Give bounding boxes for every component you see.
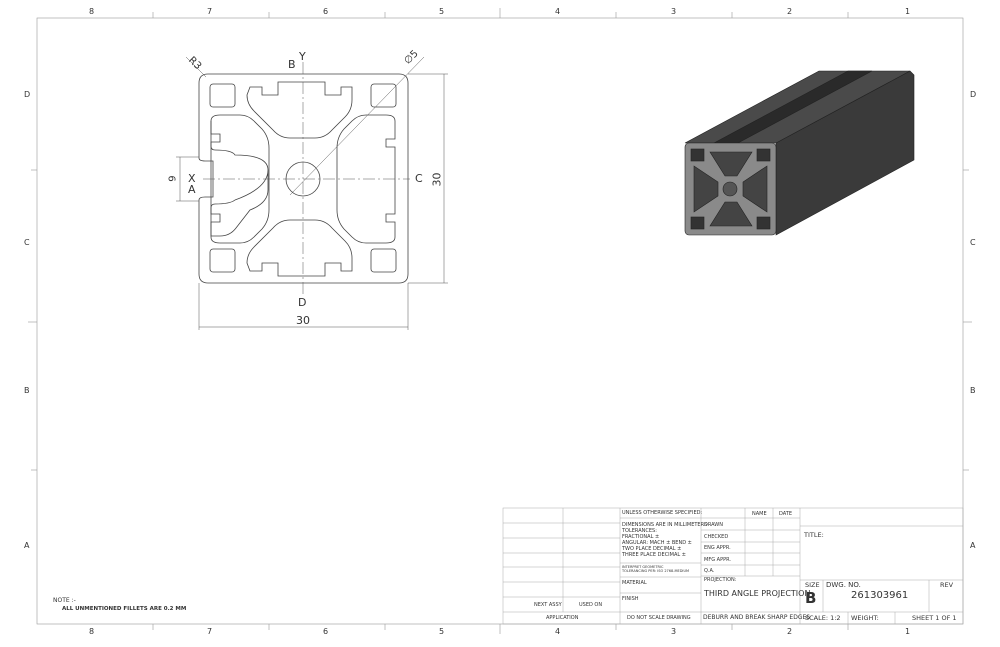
zone-row-a-right: A xyxy=(970,541,976,550)
title-label: TITLE: xyxy=(804,531,824,539)
dimension-lines xyxy=(176,56,448,330)
label-b: B xyxy=(288,58,296,71)
label-d: D xyxy=(298,296,307,309)
row-eng-appr: ENG APPR. xyxy=(704,545,731,551)
note-text: ALL UNMENTIONED FILLETS ARE 0.2 MM xyxy=(62,606,187,612)
title-block-grid xyxy=(502,507,964,625)
zone-col-4-bottom: 4 xyxy=(555,627,561,636)
label-c: C xyxy=(415,172,423,185)
scale-value: SCALE: 1:2 xyxy=(805,614,841,622)
application-label: APPLICATION xyxy=(546,615,579,621)
weight-label: WEIGHT: xyxy=(851,614,879,622)
deburr-note: DEBURR AND BREAK SHARP EDGES xyxy=(703,614,811,621)
row-drawn: DRAWN xyxy=(704,522,723,528)
next-assy-label: NEXT ASSY xyxy=(534,602,562,608)
zone-col-5-bottom: 5 xyxy=(439,627,445,636)
zone-col-6-bottom: 6 xyxy=(323,627,329,636)
size-label: SIZE xyxy=(805,581,820,589)
zone-row-b-right: B xyxy=(970,386,976,395)
dim-width: 30 xyxy=(296,314,310,327)
sheet-value: SHEET 1 OF 1 xyxy=(912,614,957,622)
zone-row-b: B xyxy=(24,386,30,395)
zone-row-d: D xyxy=(24,90,31,99)
dim-height: 30 xyxy=(430,172,444,187)
size-value: B xyxy=(805,589,817,607)
zone-row-c-right: C xyxy=(970,238,976,247)
dwg-no-label: DWG. NO. xyxy=(826,581,861,589)
dwg-no-value: 261303961 xyxy=(851,590,909,601)
label-a: A xyxy=(188,183,196,196)
date-header: DATE xyxy=(779,511,793,517)
row-mfg-appr: MFG APPR. xyxy=(704,557,731,563)
zone-col-2: 2 xyxy=(787,7,793,16)
zone-row-a: A xyxy=(24,541,30,550)
zone-row-c: C xyxy=(24,238,30,247)
zone-col-8-bottom: 8 xyxy=(89,627,95,636)
interpret-2: TOLERANCING PER: ISO 2768-MEDIUM xyxy=(622,569,690,573)
tol-4: ANGULAR: MACH ± BEND ± xyxy=(622,540,692,546)
zone-col-5: 5 xyxy=(439,7,445,16)
rev-label: REV xyxy=(940,581,954,589)
row-checked: CHECKED xyxy=(704,534,729,540)
profile-isometric-view xyxy=(684,70,915,236)
tol-2: TOLERANCES: xyxy=(622,528,657,534)
axis-label-x: X xyxy=(188,172,196,185)
tol-1: DIMENSIONS ARE IN MILLIMETERS xyxy=(622,522,708,528)
tol-3: FRACTIONAL ± xyxy=(622,534,660,540)
zone-col-7-bottom: 7 xyxy=(207,627,213,636)
name-header: NAME xyxy=(752,511,767,517)
material-label: MATERIAL xyxy=(622,580,647,586)
tol-5: TWO PLACE DECIMAL ± xyxy=(622,546,682,552)
zone-col-8: 8 xyxy=(89,7,95,16)
zone-col-1: 1 xyxy=(905,7,911,16)
do-not-scale: DO NOT SCALE DRAWING xyxy=(627,615,691,621)
zone-col-6: 6 xyxy=(323,7,329,16)
zone-col-3: 3 xyxy=(671,7,677,16)
axis-label-y: Y xyxy=(299,50,306,63)
zone-row-d-right: D xyxy=(970,90,977,99)
profile-front-view xyxy=(198,73,409,284)
zone-col-3-bottom: 3 xyxy=(671,627,677,636)
row-qa: Q.A. xyxy=(704,568,715,574)
finish-label: FINISH xyxy=(622,596,639,602)
zone-col-4: 4 xyxy=(555,7,561,16)
zone-col-1-bottom: 1 xyxy=(905,627,911,636)
interpret-1: INTERPRET GEOMETRIC xyxy=(622,565,664,569)
used-on-label: USED ON xyxy=(579,602,603,608)
tol-6: THREE PLACE DECIMAL ± xyxy=(622,552,686,558)
zone-col-2-bottom: 2 xyxy=(787,627,793,636)
dim-slot: 6 xyxy=(165,175,177,182)
note-heading: NOTE :- xyxy=(53,597,76,604)
zone-col-7: 7 xyxy=(207,7,213,16)
unless-specified: UNLESS OTHERWISE SPECIFIED: xyxy=(622,510,703,516)
projection-label: PROJECTION: xyxy=(704,577,737,583)
projection-value: THIRD ANGLE PROJECTION xyxy=(704,589,811,598)
